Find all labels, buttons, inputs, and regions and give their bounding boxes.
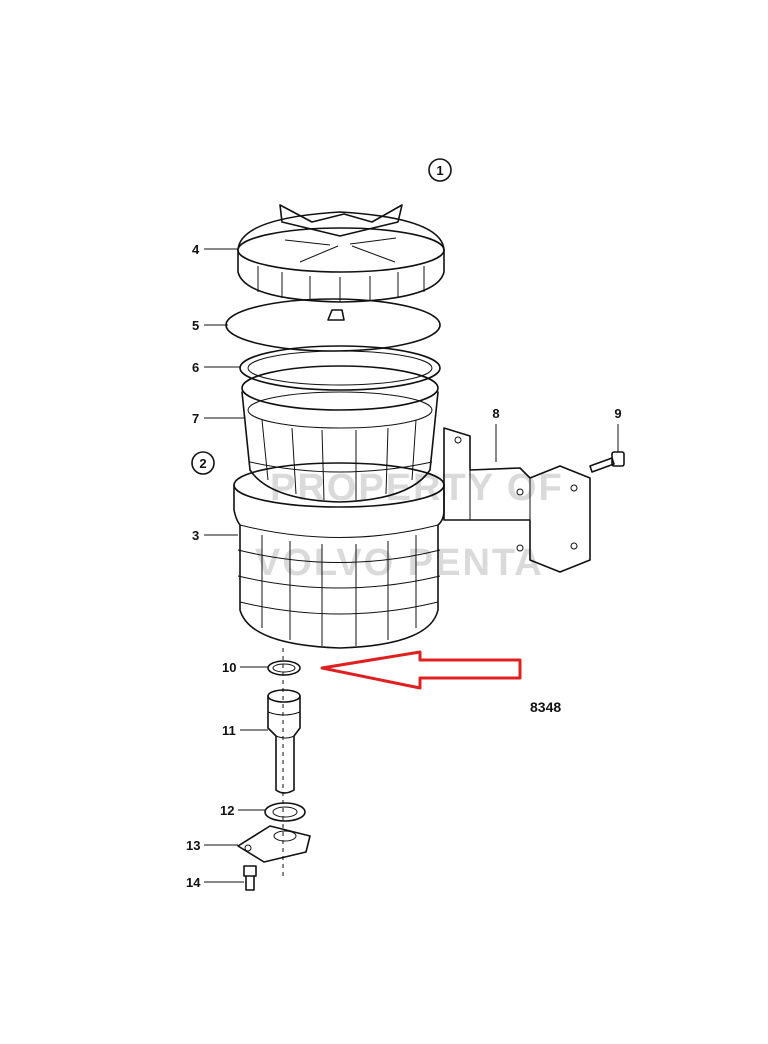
part-label-12: 12	[220, 803, 234, 818]
svg-text:PROPERTY OF: PROPERTY OF	[270, 467, 564, 509]
part-label-9: 9	[614, 406, 621, 421]
part-housing	[233, 462, 445, 649]
watermark: PROPERTY OF VOLVO PENTA	[255, 467, 564, 584]
part-screw	[243, 865, 257, 891]
part-labels: 4 5 6 7 3 8 9 10 11 12 13 14	[186, 242, 622, 890]
part-mounting-bracket	[443, 427, 591, 573]
part-label-4: 4	[192, 242, 200, 257]
callout-2: 2	[191, 451, 215, 475]
figure-number: 8348	[530, 699, 561, 715]
part-label-3: 3	[192, 528, 199, 543]
part-strainer-basket	[241, 365, 439, 503]
svg-text:1: 1	[436, 163, 443, 178]
part-label-8: 8	[492, 406, 499, 421]
part-label-7: 7	[192, 411, 199, 426]
part-label-5: 5	[192, 318, 199, 333]
part-label-11: 11	[222, 723, 236, 738]
part-clamp-plate	[237, 825, 311, 863]
part-label-14: 14	[186, 875, 201, 890]
part-gasket	[225, 298, 441, 352]
part-o-ring-small	[267, 660, 301, 676]
part-lid	[237, 204, 445, 303]
part-hose-connector	[267, 689, 301, 794]
part-bolt	[589, 451, 625, 473]
highlight-arrow	[320, 650, 522, 690]
svg-text:VOLVO PENTA: VOLVO PENTA	[255, 542, 544, 584]
part-label-6: 6	[192, 360, 199, 375]
part-sealing-washer	[264, 802, 306, 822]
part-label-13: 13	[186, 838, 200, 853]
svg-text:2: 2	[199, 456, 206, 471]
part-o-ring-large	[239, 345, 441, 391]
part-label-10: 10	[222, 660, 236, 675]
callout-1: 1	[428, 158, 452, 182]
